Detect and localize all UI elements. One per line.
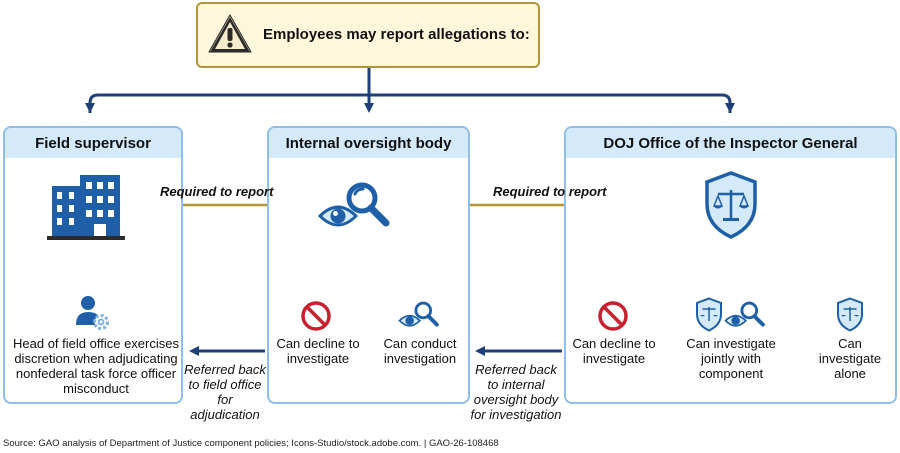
field-outcome-text: Head of field office exercises discretio… [13, 336, 179, 396]
panel-oig-title: DOJ Office of the Inspector General [566, 128, 895, 158]
oig-jointly-text: Can investigate jointly with component [686, 336, 776, 381]
building-icon [47, 175, 125, 240]
eye-magnifier-icon [398, 301, 439, 327]
required-to-report-label-1: Required to report [160, 184, 274, 199]
shield-scales-icon [696, 297, 722, 332]
eye-magnifier-icon [318, 182, 390, 227]
source-note: Source: GAO analysis of Department of Ju… [3, 438, 499, 449]
internal-conduct-text: Can conduct investigation [383, 336, 457, 366]
distribution-bar [88, 93, 732, 113]
internal-decline-text: Can decline to investigate [276, 336, 360, 366]
referred-back-field-label: Referred back to field office for adjudi… [184, 362, 266, 422]
panel-field-supervisor: Field supervisor [3, 126, 183, 404]
prohibited-icon [598, 301, 628, 331]
eye-magnifier-icon [724, 301, 765, 327]
referred-back-internal-label: Referred back to internal oversight body… [470, 362, 562, 422]
required-to-report-label-2: Required to report [493, 184, 607, 199]
top-distribution-arrows [85, 68, 735, 113]
warning-icon [208, 14, 252, 53]
oig-alone-text: Can investigate alone [818, 336, 882, 381]
report-header-title: Employees may report allegations to: [263, 26, 530, 43]
oig-decline-text: Can decline to investigate [572, 336, 656, 366]
person-gear-icon [76, 296, 109, 330]
panel-internal-oversight: Internal oversight body [267, 126, 470, 404]
shield-scales-icon [837, 297, 863, 332]
prohibited-icon [301, 301, 331, 331]
report-header-box [196, 2, 540, 68]
shield-scales-icon [705, 171, 757, 239]
panel-internal-title: Internal oversight body [269, 128, 468, 158]
panel-field-title: Field supervisor [5, 128, 181, 158]
